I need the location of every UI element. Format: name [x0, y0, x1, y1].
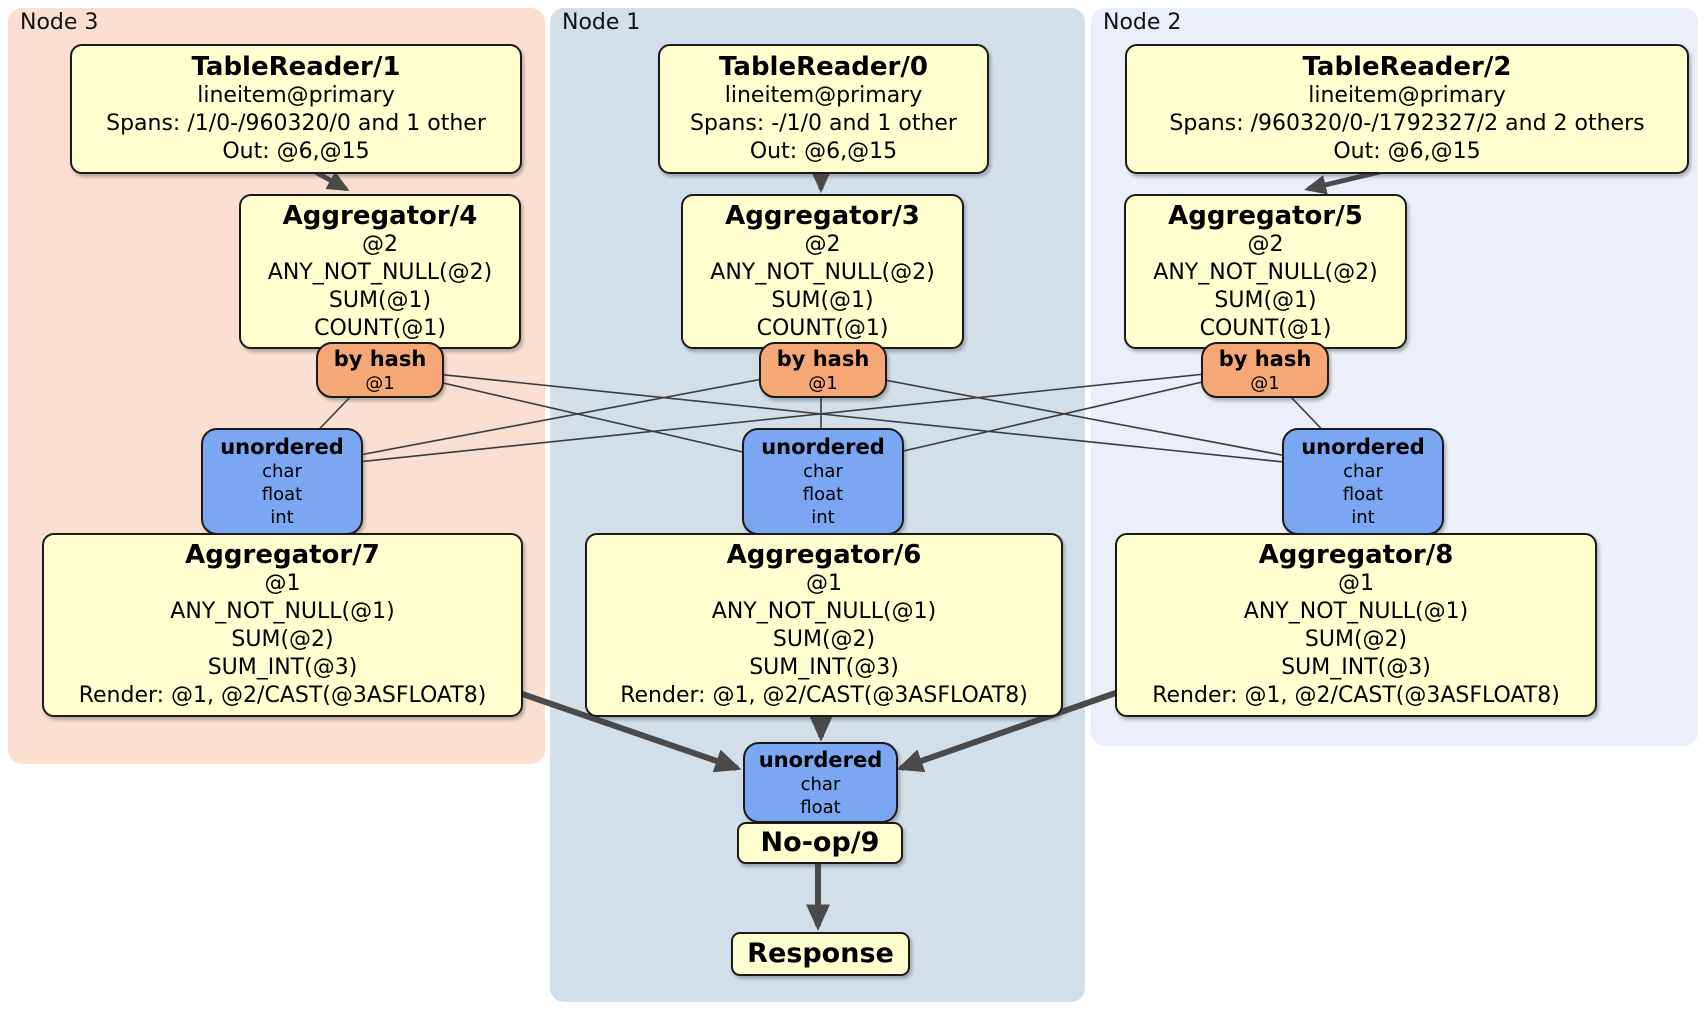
- processor-detail: Render: @1, @2/CAST(@3ASFLOAT8): [1152, 683, 1560, 708]
- aggregator-box: Aggregator/7 @1 ANY_NOT_NULL(@1) SUM(@2)…: [42, 533, 523, 717]
- sync-detail: float: [802, 484, 844, 505]
- processor-detail: Spans: /1/0-/960320/0 and 1 other: [106, 111, 486, 136]
- aggregator-final-sync-arrows: [504, 685, 1131, 773]
- node2-label: Node 2: [1103, 10, 1182, 35]
- aggregator-box: Aggregator/5 @2 ANY_NOT_NULL(@2) SUM(@1)…: [1124, 194, 1407, 349]
- node1-label: Node 1: [562, 10, 641, 35]
- aggregator-box: Aggregator/6 @1 ANY_NOT_NULL(@1) SUM(@2)…: [585, 533, 1063, 717]
- unordered-sync-box: unordered char float int: [201, 428, 363, 535]
- processor-detail: lineitem@primary: [197, 83, 395, 108]
- processor-detail: @2: [1247, 231, 1284, 257]
- router-detail: @1: [1250, 372, 1280, 394]
- processor-detail: @1: [806, 571, 842, 596]
- sync-detail: char: [800, 773, 841, 795]
- processor-detail: SUM(@1): [771, 287, 874, 313]
- table-reader-box: TableReader/0 lineitem@primary Spans: -/…: [658, 44, 989, 174]
- processor-title: Aggregator/8: [1258, 540, 1454, 570]
- hash-router-box: by hash @1: [759, 342, 887, 398]
- final-unordered-sync-box: unordered char float: [743, 742, 898, 823]
- sync-title: unordered: [1301, 435, 1425, 459]
- processor-detail: Out: @6,@15: [749, 139, 898, 164]
- processor-detail: SUM_INT(@3): [207, 655, 358, 680]
- processor-detail: Out: @6,@15: [222, 139, 370, 164]
- processor-detail: lineitem@primary: [724, 83, 923, 108]
- router-title: by hash: [776, 346, 870, 371]
- processor-detail: Spans: /960320/0-/1792327/2 and 2 others: [1169, 111, 1645, 136]
- processor-detail: COUNT(@1): [314, 315, 446, 341]
- node3-label: Node 3: [20, 10, 99, 35]
- processor-detail: @1: [1338, 571, 1374, 596]
- aggregator-box: Aggregator/8 @1 ANY_NOT_NULL(@1) SUM(@2)…: [1115, 533, 1597, 717]
- unordered-sync-box: unordered char float int: [1282, 428, 1444, 535]
- processor-detail: Out: @6,@15: [1333, 139, 1481, 164]
- processor-detail: Spans: -/1/0 and 1 other: [690, 111, 957, 136]
- processor-detail: COUNT(@1): [756, 315, 889, 341]
- processor-detail: COUNT(@1): [1199, 315, 1332, 341]
- processor-detail: SUM(@2): [772, 627, 876, 652]
- processor-detail: Render: @1, @2/CAST(@3ASFLOAT8): [78, 683, 487, 708]
- sync-detail: int: [811, 507, 835, 528]
- aggregator-box: Aggregator/4 @2 ANY_NOT_NULL(@2) SUM(@1)…: [239, 194, 521, 349]
- processor-detail: ANY_NOT_NULL(@1): [1243, 599, 1469, 624]
- processor-title: TableReader/1: [191, 52, 401, 82]
- sync-detail: int: [1351, 507, 1375, 528]
- processor-title: Aggregator/6: [726, 540, 922, 570]
- processor-detail: Render: @1, @2/CAST(@3ASFLOAT8): [620, 683, 1028, 708]
- processor-title: Aggregator/3: [725, 200, 920, 231]
- sync-detail: float: [1342, 484, 1384, 505]
- processor-detail: ANY_NOT_NULL(@1): [170, 599, 395, 624]
- router-title: by hash: [1218, 346, 1312, 371]
- hash-router-box: by hash @1: [316, 342, 444, 398]
- processor-detail: ANY_NOT_NULL(@2): [1153, 259, 1378, 285]
- sync-title: unordered: [761, 435, 885, 459]
- response-box: Response: [731, 932, 910, 976]
- table-reader-box: TableReader/2 lineitem@primary Spans: /9…: [1125, 44, 1689, 174]
- aggregator-box: Aggregator/3 @2 ANY_NOT_NULL(@2) SUM(@1)…: [681, 194, 964, 349]
- processor-title: TableReader/2: [1302, 52, 1512, 82]
- processor-detail: SUM(@1): [1214, 287, 1317, 313]
- processor-detail: SUM_INT(@3): [1281, 655, 1431, 680]
- processor-detail: SUM(@1): [328, 287, 432, 313]
- processor-detail: ANY_NOT_NULL(@2): [267, 259, 493, 285]
- processor-title: No-op/9: [760, 827, 880, 858]
- hash-router-box: by hash @1: [1201, 342, 1329, 398]
- sync-detail: char: [1343, 461, 1383, 482]
- sync-title: unordered: [220, 435, 344, 459]
- processor-title: Aggregator/4: [282, 200, 478, 231]
- processor-detail: ANY_NOT_NULL(@2): [710, 259, 935, 285]
- processor-detail: SUM(@2): [1304, 627, 1408, 652]
- processor-title: TableReader/0: [719, 52, 928, 82]
- unordered-sync-box: unordered char float int: [742, 428, 904, 535]
- processor-detail: lineitem@primary: [1308, 83, 1506, 108]
- processor-detail: ANY_NOT_NULL(@1): [711, 599, 937, 624]
- sync-title: unordered: [758, 747, 883, 772]
- noop-box: No-op/9: [737, 822, 903, 864]
- sync-detail: float: [800, 796, 841, 818]
- sync-detail: int: [270, 507, 294, 528]
- processor-title: Aggregator/5: [1168, 200, 1363, 231]
- processor-detail: SUM(@2): [231, 627, 334, 652]
- processor-title: Response: [747, 938, 894, 969]
- processor-detail: SUM_INT(@3): [749, 655, 899, 680]
- processor-detail: @2: [804, 231, 841, 257]
- sync-detail: char: [262, 461, 302, 482]
- sync-detail: float: [261, 484, 303, 505]
- router-detail: @1: [808, 372, 838, 394]
- processor-detail: @1: [264, 571, 301, 596]
- router-title: by hash: [333, 346, 427, 371]
- table-reader-box: TableReader/1 lineitem@primary Spans: /1…: [70, 44, 522, 174]
- processor-title: Aggregator/7: [185, 540, 380, 570]
- processor-detail: @2: [362, 231, 398, 257]
- router-detail: @1: [365, 372, 395, 394]
- sync-detail: char: [803, 461, 843, 482]
